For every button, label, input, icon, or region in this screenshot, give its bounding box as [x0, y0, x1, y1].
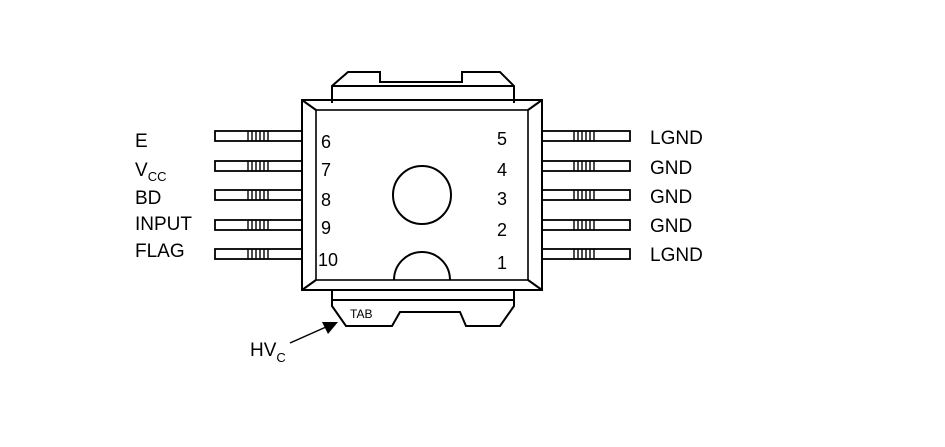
pin-number-1: 1 [497, 253, 507, 273]
tab-label: TAB [350, 307, 372, 321]
right-pin-lead-1 [541, 130, 631, 142]
right-pin-lead-5 [541, 248, 631, 260]
bottom-half-circle-feature [393, 251, 451, 281]
package-bottom-tab [331, 290, 515, 327]
left-pin-lead-2 [214, 160, 303, 172]
hvc-arrow [289, 322, 338, 344]
pin-number-6: 6 [321, 132, 331, 152]
pin-label-flag: FLAG [135, 241, 185, 262]
pin-label-gnd-2: GND [650, 216, 692, 237]
left-pin-lead-4 [214, 219, 303, 231]
left-pin-numbers: 6 7 8 9 10 [318, 132, 338, 270]
left-pin-lead-5 [214, 248, 303, 260]
pin-label-gnd-4: GND [650, 158, 692, 179]
hvc-label: HVC [250, 340, 286, 365]
pin-label-gnd-3: GND [650, 187, 692, 208]
pin-number-5: 5 [497, 129, 507, 149]
pin-number-3: 3 [497, 189, 507, 209]
pin-number-4: 4 [497, 160, 507, 180]
left-pin-lead-3 [214, 189, 303, 201]
left-pin-lead-1 [214, 130, 303, 142]
right-pin-lead-2 [541, 160, 631, 172]
package-body-inner [315, 109, 529, 281]
pin-number-10: 10 [318, 250, 338, 270]
right-pin-lead-4 [541, 219, 631, 231]
pin-label-vcc: VCC [135, 160, 166, 184]
right-pin-leads [541, 130, 631, 260]
right-pin-lead-3 [541, 189, 631, 201]
package-bevel-corners [301, 99, 543, 291]
pin-number-8: 8 [321, 190, 331, 210]
right-pin-numbers: 5 4 3 2 1 [497, 129, 507, 273]
pin-label-input: INPUT [135, 214, 192, 235]
left-pin-labels: E VCC BD INPUT FLAG [135, 131, 192, 262]
pin-label-bd: BD [135, 188, 161, 209]
pin-label-e: E [135, 131, 148, 152]
pin-number-7: 7 [321, 160, 331, 180]
pin-label-lgnd-1: LGND [650, 245, 703, 266]
pin-label-lgnd-5: LGND [650, 128, 703, 149]
pin-number-2: 2 [497, 220, 507, 240]
left-pin-leads [214, 130, 303, 260]
pin-number-9: 9 [321, 218, 331, 238]
right-pin-labels: LGND GND GND GND LGND [650, 128, 703, 266]
package-top-tab [331, 71, 515, 103]
mounting-hole [392, 165, 452, 225]
